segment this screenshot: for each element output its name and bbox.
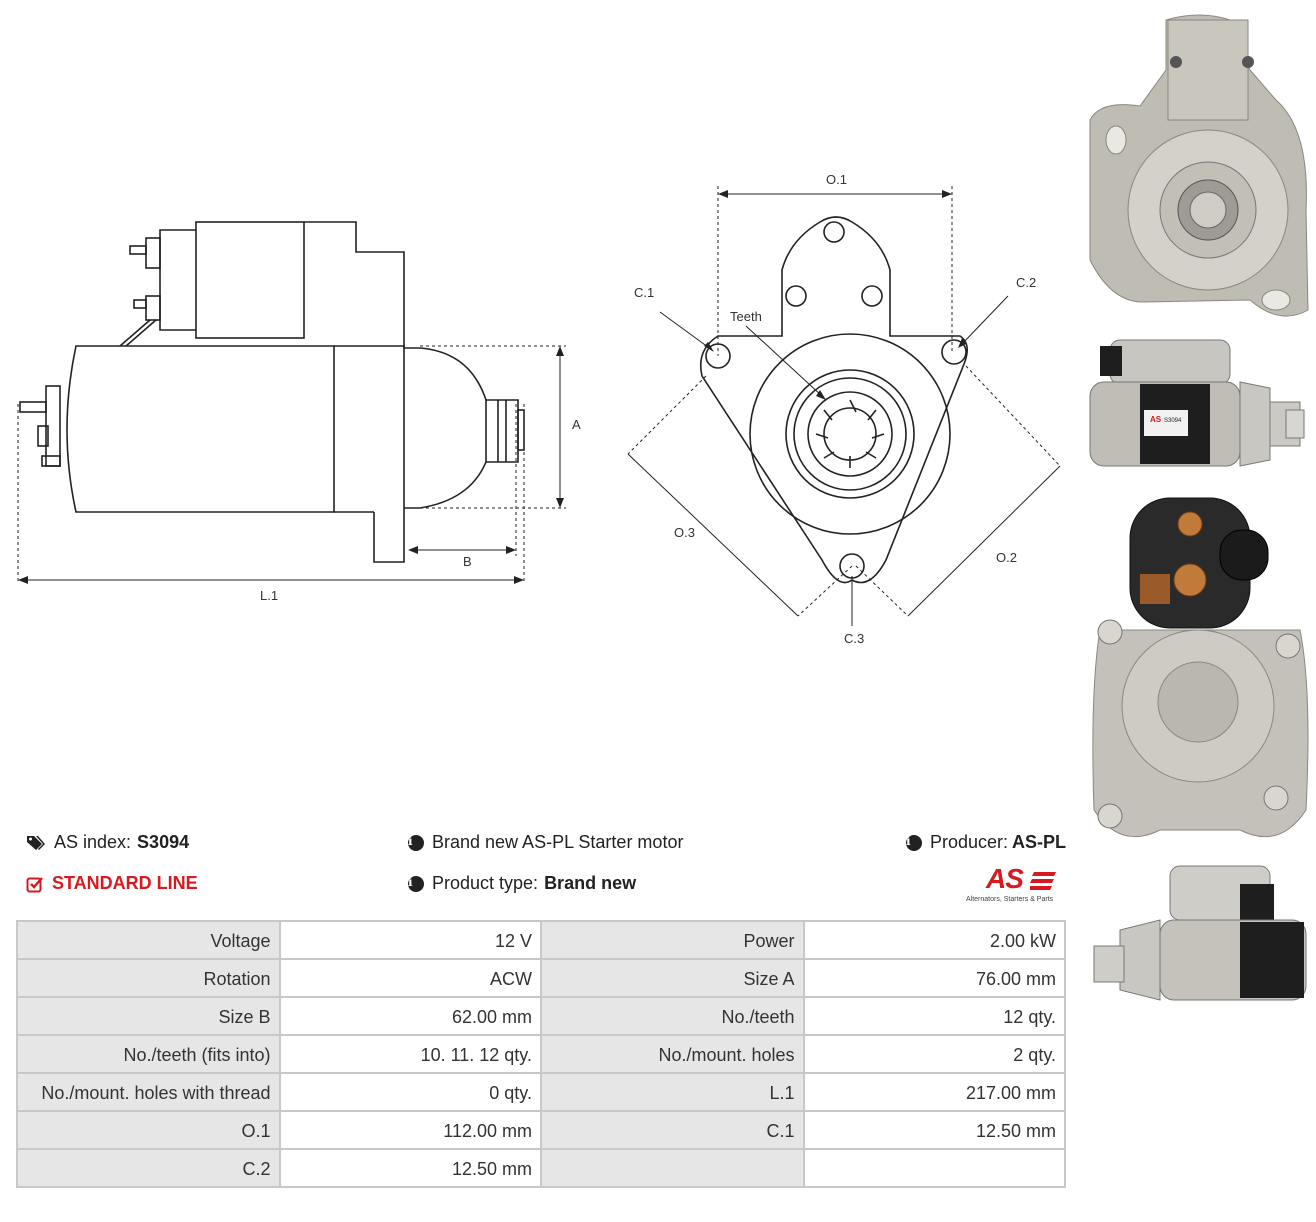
spec-value: ACW	[278, 958, 542, 998]
standard-line-label: STANDARD LINE	[52, 873, 198, 893]
dim-c2-label: C.2	[1016, 275, 1036, 290]
table-row: Size B 62.00 mm No./teeth 12 qty.	[16, 996, 1067, 1036]
logo-mark: AS	[986, 863, 1024, 894]
spec-value	[802, 1148, 1067, 1188]
producer-row: i Producer: AS-PL	[906, 832, 1066, 853]
spec-key: C.1	[539, 1110, 805, 1150]
spec-key: Size A	[539, 958, 805, 998]
dim-o2-label: O.2	[996, 550, 1017, 565]
as-index-row: AS index: S3094	[26, 832, 189, 853]
brand-text: Brand new AS-PL Starter motor	[432, 832, 684, 852]
dim-o3-label: O.3	[674, 525, 695, 540]
dim-c3-label: C.3	[844, 631, 864, 646]
info-icon: i	[408, 834, 424, 851]
product-type-value: Brand new	[544, 873, 637, 893]
product-type-row: i Product type: Brand new	[408, 873, 636, 894]
spec-key: No./teeth (fits into)	[16, 1034, 281, 1074]
photo-badge-text: S3094	[1164, 418, 1182, 424]
spec-value: 2 qty.	[802, 1034, 1067, 1074]
brand-row: i Brand new AS-PL Starter motor	[408, 832, 683, 853]
spec-key: No./teeth	[539, 996, 805, 1036]
spec-key: Voltage	[16, 920, 281, 960]
table-row: O.1 112.00 mm C.1 12.50 mm	[16, 1110, 1067, 1150]
table-row: Rotation ACW Size A 76.00 mm	[16, 958, 1067, 998]
photo-top-view[interactable]	[1080, 860, 1316, 1020]
table-row: No./mount. holes with thread 0 qty. L.1 …	[16, 1072, 1067, 1112]
standard-line-row: STANDARD LINE	[26, 873, 198, 894]
producer-label: Producer:	[930, 832, 1009, 852]
specifications-table: Voltage 12 V Power 2.00 kW Rotation ACW …	[16, 920, 1067, 1188]
logo-stripes-icon	[1030, 872, 1056, 890]
spec-value: 10. 11. 12 qty.	[278, 1034, 542, 1074]
spec-value: 12 qty.	[802, 996, 1067, 1036]
spec-value: 12 V	[278, 920, 542, 960]
product-photos: AS S3094	[1080, 0, 1316, 1030]
spec-key: Power	[539, 920, 805, 960]
dim-o1-label: O.1	[826, 172, 847, 187]
svg-text:AS: AS	[1150, 415, 1162, 424]
starter-drawing-svg: A B L.1	[17, 172, 1061, 646]
dim-l1-label: L.1	[260, 588, 278, 603]
photo-rear-view[interactable]	[1080, 490, 1316, 850]
spec-key: Size B	[16, 996, 281, 1036]
table-row: Voltage 12 V Power 2.00 kW	[16, 920, 1067, 960]
product-type-label: Product type:	[432, 873, 539, 893]
table-row: C.2 12.50 mm	[16, 1148, 1067, 1188]
spec-key: C.2	[16, 1148, 281, 1188]
spec-value: 2.00 kW	[802, 920, 1067, 960]
photo-front-view[interactable]	[1080, 10, 1316, 330]
spec-key: O.1	[16, 1110, 281, 1150]
dim-a-label: A	[572, 417, 581, 432]
photo-side-view[interactable]: AS S3094	[1080, 332, 1316, 480]
table-row: No./teeth (fits into) 10. 11. 12 qty. No…	[16, 1034, 1067, 1074]
spec-value: 12.50 mm	[278, 1148, 542, 1188]
spec-key	[539, 1148, 805, 1188]
as-index-value: S3094	[137, 832, 190, 852]
spec-key: No./mount. holes	[539, 1034, 805, 1074]
dim-c1-label: C.1	[634, 285, 654, 300]
dim-b-label: B	[463, 554, 472, 569]
checkbox-checked-icon	[26, 876, 43, 892]
spec-value: 0 qty.	[278, 1072, 542, 1112]
tags-icon	[27, 835, 45, 850]
as-index-label: AS index:	[54, 832, 132, 852]
dim-teeth-label: Teeth	[730, 309, 762, 324]
spec-value: 62.00 mm	[278, 996, 542, 1036]
info-icon: i	[408, 875, 424, 892]
producer-value: AS-PL	[1012, 832, 1067, 852]
spec-value: 112.00 mm	[278, 1110, 542, 1150]
technical-drawing: A B L.1	[17, 172, 1061, 646]
as-pl-logo: AS Alternators, Starters & Parts	[960, 864, 1070, 908]
info-icon: i	[906, 834, 922, 851]
logo-tagline: Alternators, Starters & Parts	[966, 896, 1054, 903]
spec-key: Rotation	[16, 958, 281, 998]
spec-value: 76.00 mm	[802, 958, 1067, 998]
spec-value: 217.00 mm	[802, 1072, 1067, 1112]
spec-key: No./mount. holes with thread	[16, 1072, 281, 1112]
spec-key: L.1	[539, 1072, 805, 1112]
spec-value: 12.50 mm	[802, 1110, 1067, 1150]
